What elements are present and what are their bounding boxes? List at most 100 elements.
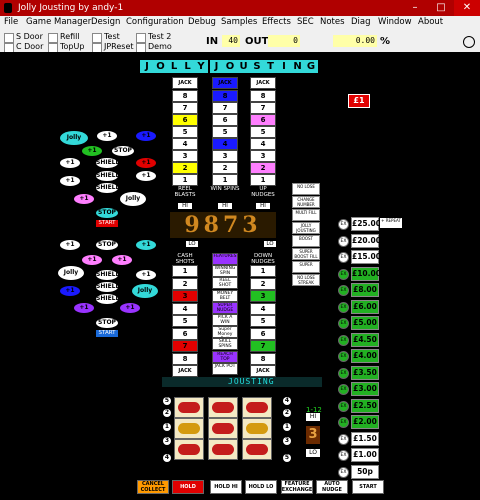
exchange-button[interactable]: EX — [338, 334, 349, 346]
plus-one-oval[interactable]: +1 — [82, 255, 102, 265]
feature-exchange-button[interactable]: FEATURE EXCHANGE — [281, 480, 313, 494]
plus-one-oval[interactable]: +1 — [60, 158, 80, 168]
exchange-button[interactable]: EX — [338, 268, 349, 280]
plus-one-oval[interactable]: +1 — [120, 303, 140, 313]
minimize-button[interactable]: – — [412, 2, 418, 13]
title-letter: L — [180, 60, 195, 73]
plus-one-oval[interactable]: +1 — [60, 286, 80, 296]
exchange-button[interactable]: EX — [338, 301, 349, 313]
exchange-button[interactable]: EX — [338, 219, 349, 230]
menu-file[interactable]: File — [4, 17, 19, 27]
start-button[interactable]: START — [352, 480, 384, 494]
right-feature-cell: CHANGE NUMBER — [292, 196, 320, 208]
money-ladder-item: £3.00 — [351, 382, 379, 396]
checkbox-s-door[interactable]: S Door — [4, 32, 43, 43]
feature-cell: WINNING SPIN — [212, 265, 238, 278]
plus-one-oval[interactable]: +1 — [60, 176, 80, 186]
down-nudges-cell: 2 — [250, 277, 276, 290]
auto-nudge-button[interactable]: AUTO NUDGE — [316, 480, 348, 494]
exchange-button[interactable]: EX — [338, 384, 349, 395]
stop-oval[interactable]: STOP — [96, 240, 118, 250]
hold-lo-button[interactable]: HOLD LO — [245, 480, 277, 494]
close-button[interactable]: ✕ — [454, 0, 480, 16]
exchange-button[interactable]: EX — [338, 318, 349, 329]
plus-one-oval[interactable]: +1 — [82, 146, 102, 156]
maximize-button[interactable]: □ — [436, 2, 446, 13]
plus-one-oval[interactable]: +1 — [97, 131, 117, 141]
shield-oval[interactable]: SHIELD — [96, 183, 121, 193]
shield-oval[interactable]: SHIELD — [96, 282, 121, 292]
exchange-button[interactable]: EX — [338, 433, 349, 445]
start-label[interactable]: START — [96, 330, 118, 337]
up-nudges-cell: 3 — [250, 150, 276, 162]
menu-about[interactable]: About — [418, 17, 444, 27]
jolly-jousting-oval[interactable]: Jolly Jousting — [60, 131, 88, 155]
up-nudges-label: UP NUDGES — [251, 186, 275, 198]
money-ladder-item: £1.00 — [351, 448, 379, 462]
plus-one-oval[interactable]: +1 — [136, 171, 156, 181]
plus-one-oval[interactable]: +1 — [60, 240, 80, 250]
checkbox-refill[interactable]: Refill — [48, 32, 80, 43]
menu-game-manager[interactable]: Game Manager — [26, 17, 92, 27]
plus-one-oval[interactable]: +1 — [74, 303, 94, 313]
menu-debug[interactable]: Debug — [188, 17, 216, 27]
shield-oval[interactable]: SHIELD — [96, 270, 121, 280]
toolbar: S Door C Door Refill TopUp Test JPReset … — [0, 30, 480, 53]
cash-shots-cell: 8 — [172, 352, 198, 365]
menu-configuration[interactable]: Configuration — [126, 17, 184, 27]
stop-oval[interactable]: STOP — [96, 318, 118, 328]
exchange-button[interactable]: EX — [338, 417, 349, 428]
shield-oval[interactable]: SHIELD — [96, 294, 121, 304]
menu-notes[interactable]: Notes — [320, 17, 345, 27]
exchange-button[interactable]: EX — [338, 466, 349, 478]
plus-one-oval[interactable]: +1 — [136, 131, 156, 141]
out-label: OUT — [245, 36, 269, 47]
jolly-jousting-oval[interactable]: Jolly Jousting — [58, 266, 86, 290]
menu-design[interactable]: Design — [91, 17, 121, 27]
hold-button[interactable]: HOLD — [172, 480, 204, 494]
start-label[interactable]: START — [96, 220, 118, 227]
shield-oval[interactable]: SHIELD — [96, 171, 121, 181]
jolly-jousting-oval[interactable]: Jolly Jousting — [132, 284, 160, 308]
right-feature-cell: JOLLY JOUSTING — [292, 222, 320, 234]
jolly-jousting-oval[interactable]: Jolly Jousting — [120, 192, 148, 216]
plus-one-oval[interactable]: +1 — [136, 240, 156, 250]
up-nudges-cell: 7 — [250, 102, 276, 114]
win-spins-hi: HI — [218, 203, 232, 209]
plus-one-oval[interactable]: +1 — [74, 194, 94, 204]
cancel-collect-button[interactable]: CANCEL COLLECT — [137, 480, 169, 494]
title-letter: O — [153, 60, 168, 73]
plus-one-oval[interactable]: +1 — [112, 255, 132, 265]
menu-diag[interactable]: Diag — [351, 17, 371, 27]
up-nudges-hi: HI — [256, 203, 270, 209]
checkbox-topup[interactable]: TopUp — [48, 42, 84, 53]
title-letter: J — [209, 60, 224, 73]
exchange-button[interactable]: EX — [338, 252, 349, 263]
exchange-button[interactable]: EX — [338, 351, 349, 362]
right-feature-cell: SUPER — [292, 261, 320, 273]
exchange-button[interactable]: EX — [338, 235, 349, 247]
reel-blasts-label: REEL BLASTS — [174, 186, 196, 198]
checkbox-test[interactable]: Test — [92, 32, 120, 43]
stop-oval[interactable]: STOP — [112, 146, 134, 156]
plus-one-oval[interactable]: +1 — [136, 158, 156, 168]
exchange-button[interactable]: EX — [338, 285, 349, 296]
exchange-button[interactable]: EX — [338, 367, 349, 379]
title-letter: S — [250, 60, 264, 73]
menu-sec[interactable]: SEC — [297, 17, 314, 27]
exchange-button[interactable]: EX — [338, 400, 349, 412]
exchange-button[interactable]: EX — [338, 450, 349, 461]
reel-window — [242, 439, 272, 460]
menu-effects[interactable]: Effects — [262, 17, 291, 27]
stop-oval[interactable]: STOP — [96, 208, 118, 218]
checkbox-demo[interactable]: Demo — [136, 42, 172, 53]
checkbox-test-2[interactable]: Test 2 — [136, 32, 171, 43]
shield-oval[interactable]: SHIELD — [96, 158, 121, 168]
hold-hi-button[interactable]: HOLD HI — [210, 480, 242, 494]
checkbox-jpreset[interactable]: JPReset — [92, 42, 134, 53]
plus-one-oval[interactable]: +1 — [136, 270, 156, 280]
menu-window[interactable]: Window — [378, 17, 412, 27]
checkbox-c-door[interactable]: C Door — [4, 42, 43, 53]
menu-samples[interactable]: Samples — [221, 17, 258, 27]
up-nudges-cell: 6 — [250, 114, 276, 126]
